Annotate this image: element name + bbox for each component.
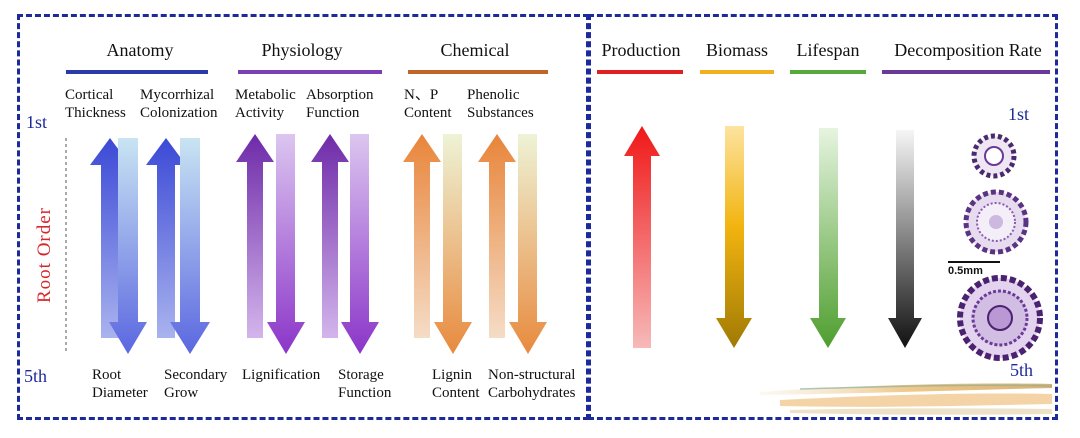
lifespan-arrow bbox=[810, 128, 846, 348]
production-underline bbox=[597, 70, 683, 74]
root-cross-section-mid bbox=[963, 189, 1029, 255]
mycorrhizal-colonization-arrow bbox=[146, 138, 186, 338]
right-panel bbox=[588, 14, 1058, 420]
label-secondary-grow: Secondary Grow bbox=[164, 367, 228, 401]
biomass-arrow bbox=[716, 126, 752, 348]
label-absorption-function: Absorption Function bbox=[306, 87, 374, 121]
root-cross-section-5th bbox=[957, 275, 1043, 361]
secondary-grow-arrow bbox=[170, 138, 210, 354]
storage-function-arrow bbox=[341, 134, 379, 354]
anatomy-underline bbox=[66, 70, 208, 74]
production-header: Production bbox=[601, 40, 681, 60]
decomposition-rate-arrow bbox=[888, 130, 922, 348]
lignification-arrow bbox=[267, 134, 305, 354]
anatomy-header: Anatomy bbox=[106, 40, 174, 60]
label-lignin-content: Lignin Content bbox=[432, 367, 480, 401]
label-non-structural-carbohydrates: Non-structural Carbohydrates bbox=[488, 367, 576, 401]
order-last-right: 5th bbox=[1010, 360, 1034, 380]
label-root-diameter: Root Diameter bbox=[92, 367, 148, 401]
lignin-content-arrow bbox=[434, 134, 472, 354]
metabolic-activity-arrow bbox=[236, 134, 274, 338]
biomass-header: Biomass bbox=[705, 40, 768, 60]
chemical-header: Chemical bbox=[440, 40, 510, 60]
biomass-underline bbox=[700, 70, 774, 74]
order-first-left: 1st bbox=[26, 112, 48, 132]
order-first-right: 1st bbox=[1008, 104, 1030, 124]
root-strand-photo bbox=[760, 383, 1053, 415]
scale-bar-label: 0.5mm bbox=[948, 265, 983, 277]
lifespan-underline bbox=[790, 70, 866, 74]
label-storage-function: Storage Function bbox=[338, 367, 392, 401]
label-cortical-thickness: Cortical Thickness bbox=[65, 87, 126, 121]
label-metabolic-activity: Metabolic Activity bbox=[235, 87, 296, 121]
lifespan-header: Lifespan bbox=[796, 40, 860, 60]
root-cross-section-1st bbox=[971, 133, 1017, 179]
label-mycorrhizal-colonization: Mycorrhizal Colonization bbox=[140, 87, 218, 121]
order-last-left: 5th bbox=[24, 366, 48, 386]
production-arrow bbox=[624, 126, 660, 348]
left-panel bbox=[17, 14, 589, 420]
root-diameter-arrow bbox=[109, 138, 147, 354]
cortical-thickness-arrow bbox=[90, 138, 130, 338]
np-content-arrow bbox=[403, 134, 441, 338]
physiology-underline bbox=[238, 70, 382, 74]
decomposition-rate-underline bbox=[882, 70, 1050, 74]
phenolic-substances-arrow bbox=[478, 134, 516, 338]
absorption-function-arrow bbox=[311, 134, 349, 338]
chemical-underline bbox=[408, 70, 548, 74]
label-np-content: N、P Content bbox=[404, 87, 452, 121]
label-phenolic-substances: Phenolic Substances bbox=[467, 87, 534, 121]
physiology-header: Physiology bbox=[261, 40, 343, 60]
decomposition-rate-header: Decomposition Rate bbox=[894, 40, 1042, 60]
label-lignification: Lignification bbox=[242, 367, 321, 383]
non-structural-carbohydrates-arrow bbox=[509, 134, 547, 354]
